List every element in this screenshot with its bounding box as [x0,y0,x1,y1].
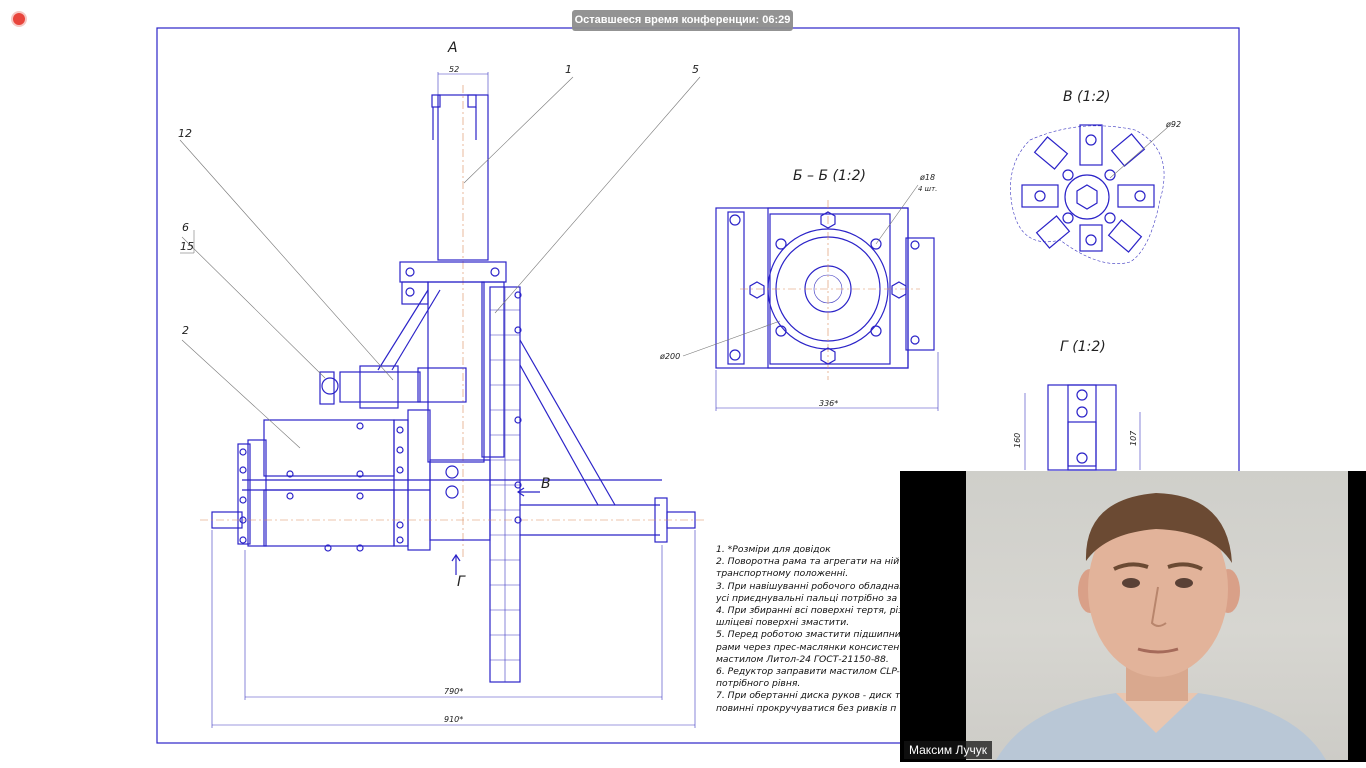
note-line: 2. Поворотна рама та агрегати на ній [716,556,900,568]
note-line: повинні прокручуватися без ривків п [716,702,897,714]
view-a-label: А [447,40,458,56]
section-bb-view [682,184,939,411]
note-line: мастилом Литол-24 ГОСТ-21150-88. [716,653,889,665]
note-line: транспортному положенні. [716,568,849,580]
dim-section-width: 336* [819,399,838,408]
note-line: шліцеві поверхні змастити. [716,617,850,629]
note-line: потрібного рівня. [716,678,801,690]
dim-base-width: 790* [444,687,463,696]
note-line: 1. *Розміри для довідок [716,544,831,555]
participant-video-tile[interactable]: Максим Лучук [900,471,1366,762]
note-line: 4. При збиранні всі поверхні тертя, різь [716,605,909,617]
note-line: 3. При навішуванні робочого обладнання [716,580,917,592]
dim-hole-count: 4 шт. [918,185,937,193]
dim-flange-dia: ø200 [659,352,680,361]
arrow-label-v: В [541,476,551,492]
participant-avatar [996,493,1326,760]
callout-5: 5 [692,63,699,76]
note-line: 7. При обертанні диска руков - диск т [716,690,901,702]
note-line: рами через прес-маслянки консистен [716,641,900,653]
dim-total-width: 910* [444,715,463,724]
main-assembly-view [179,72,705,728]
dim-hole-dia: ø18 [919,173,935,182]
technical-notes: 1. *Розміри для довідок 2. Поворотна рам… [716,544,917,714]
arrow-label-g: Г [457,574,466,590]
recording-indicator-icon [13,13,25,25]
dim-disc-dia: ø92 [1165,120,1181,129]
view-g-detail [1024,384,1141,471]
callout-1: 1 [565,63,572,76]
callout-6: 6 [182,221,189,234]
view-g-label: Г (1:2) [1060,339,1106,355]
camera-feed [966,471,1348,760]
section-bb-label: Б – Б (1:2) [793,168,866,184]
note-line: 6. Редуктор заправити мастилом CLP- [716,666,900,678]
note-line: 5. Перед роботою змастити підшипники [716,629,913,641]
note-line: усі приєднувальні пальці потрібно за [716,592,898,604]
dim-g-height-right: 107 [1129,430,1138,446]
dim-g-height-left: 160 [1013,433,1022,448]
view-v-label: В (1:2) [1063,89,1111,105]
conference-timer: Оставшееся время конференции: 06:29 [572,10,793,31]
callout-15: 15 [180,240,194,253]
dim-top-width: 52 [449,65,459,74]
callout-2: 2 [182,324,189,337]
participant-name-label: Максим Лучук [904,741,992,759]
callout-12: 12 [178,127,192,140]
view-v-detail [1010,124,1169,264]
